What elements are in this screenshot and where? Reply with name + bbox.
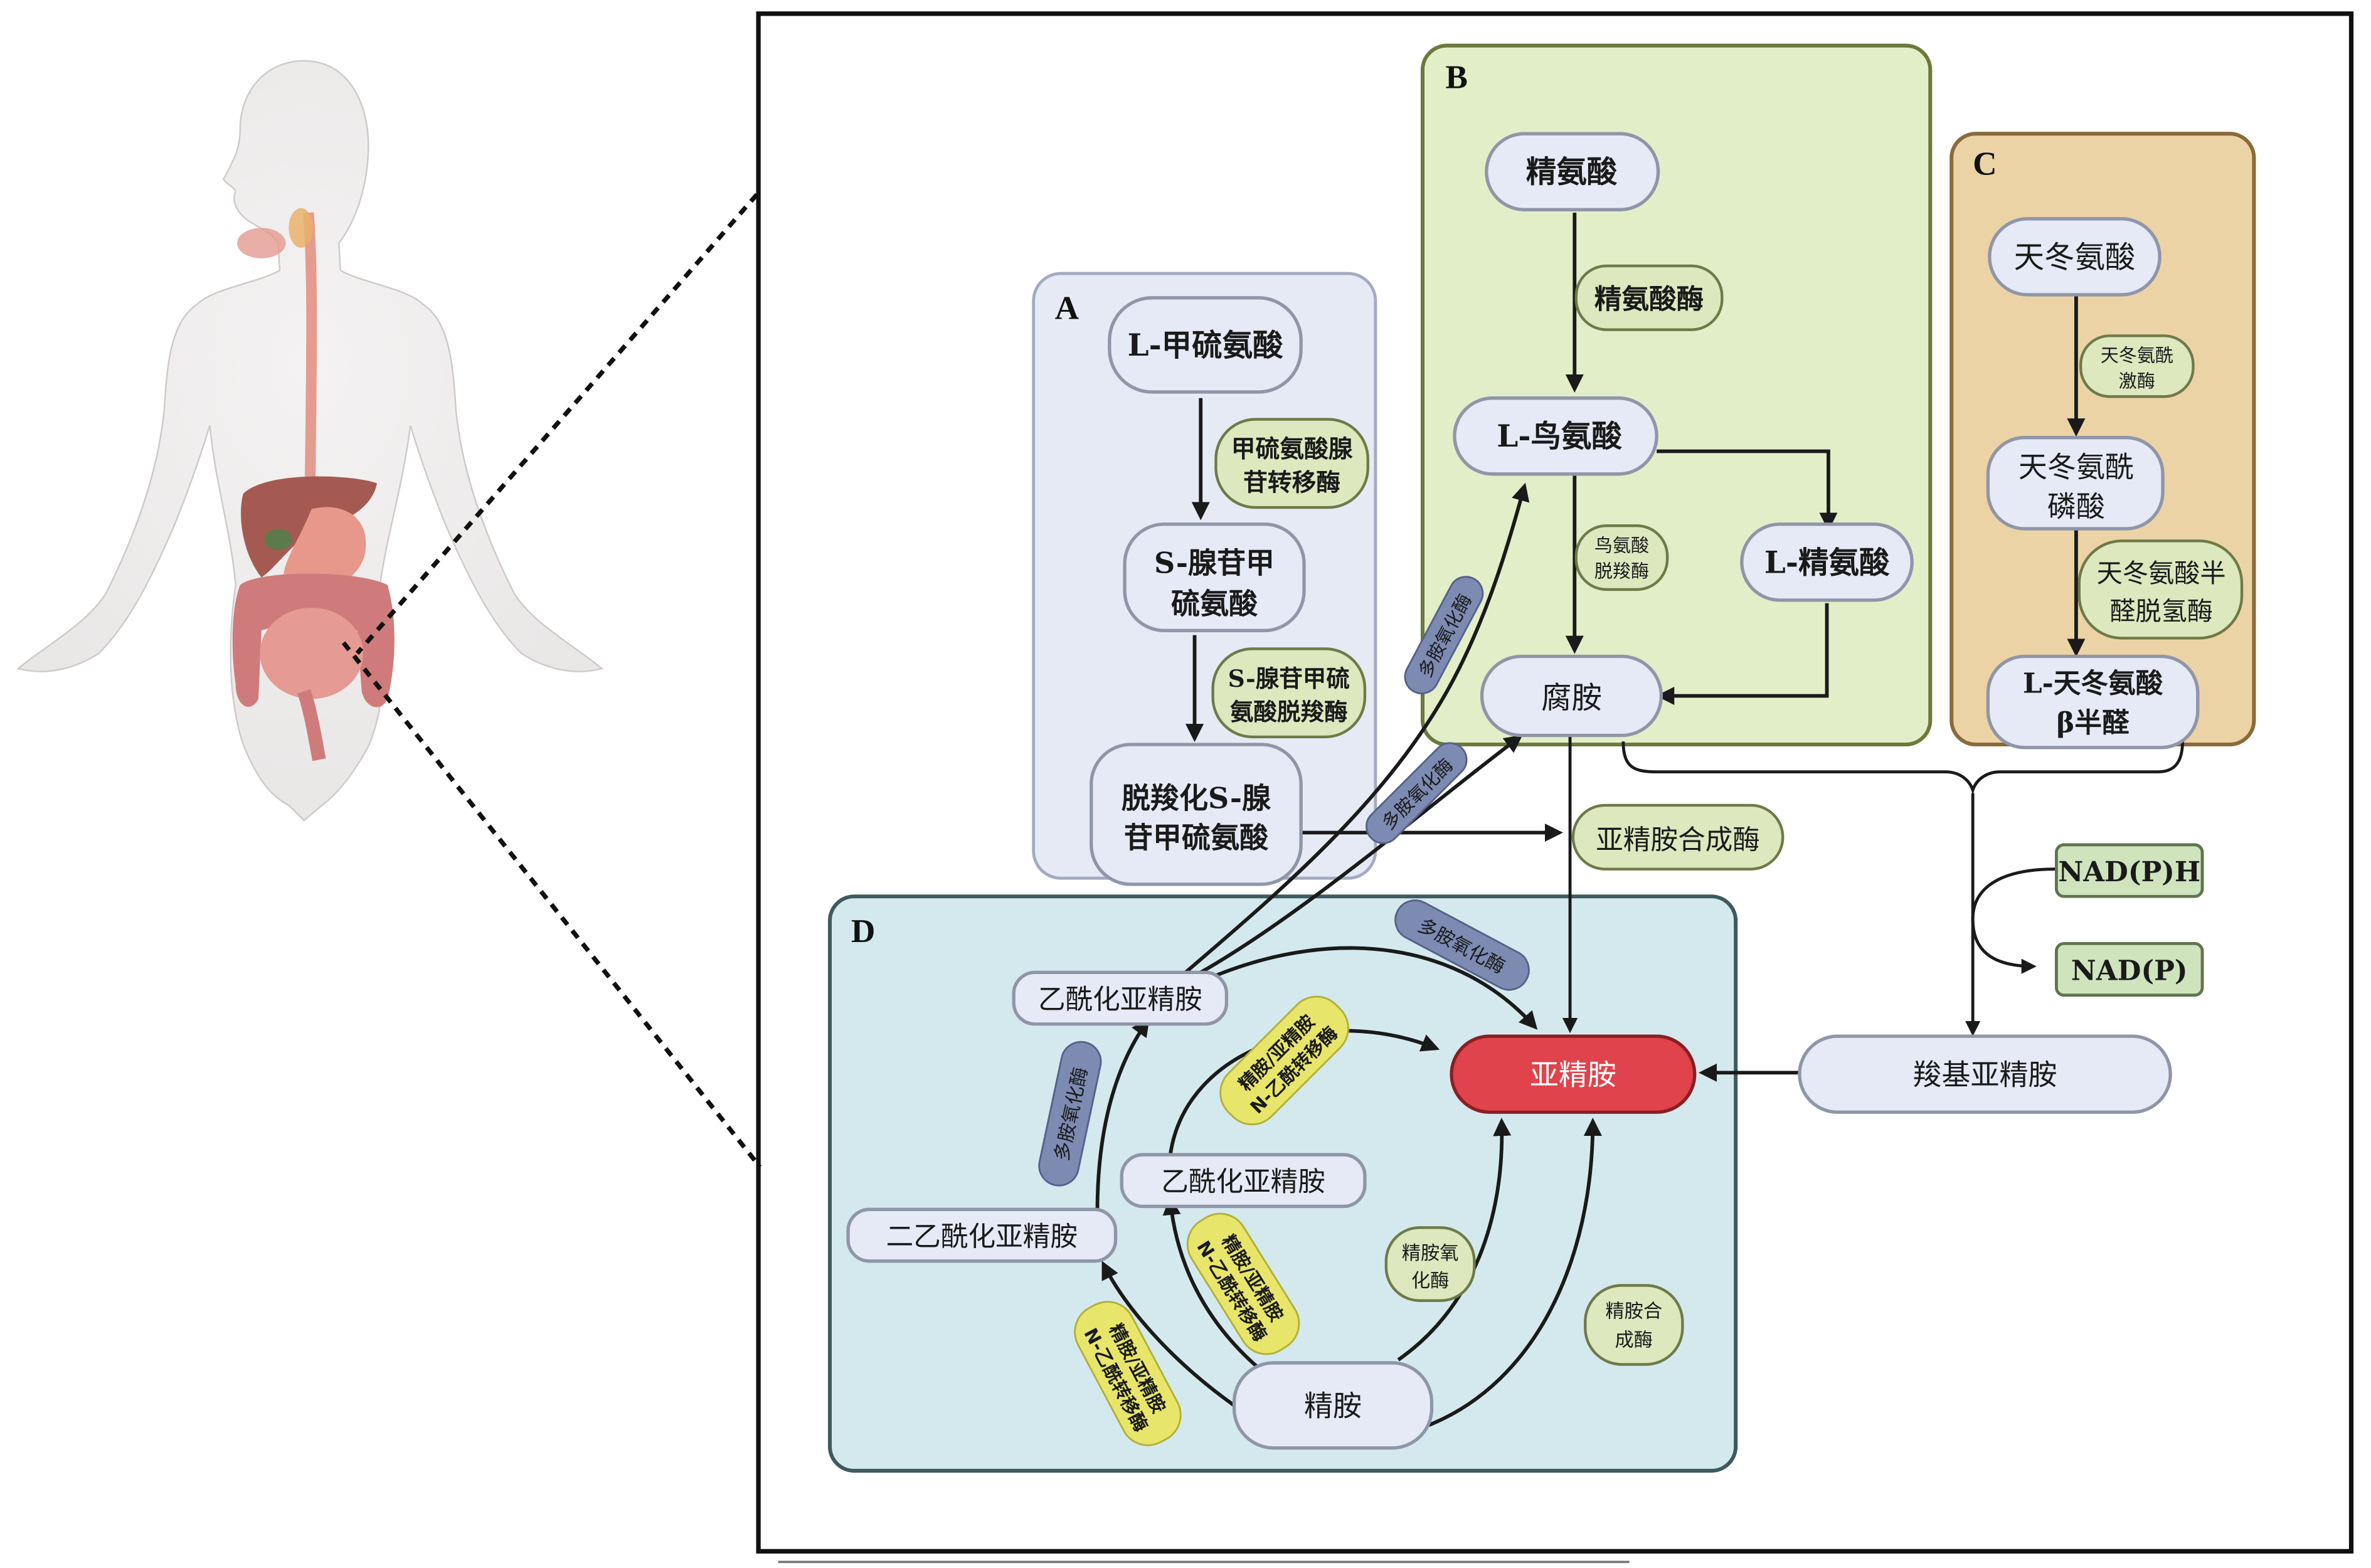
arrow-larg-to-put — [1656, 603, 1829, 706]
small-intestine — [260, 607, 364, 699]
node-l-ornithine[interactable]: L-鸟氨酸 — [1453, 396, 1658, 476]
esophagus — [303, 212, 317, 487]
enzyme-odc: 鸟氨酸 脱羧酶 — [1574, 524, 1669, 591]
svg-text:鸟氨酸: 鸟氨酸 — [1594, 534, 1649, 556]
panel-b-label: B — [1445, 59, 1468, 96]
stomach — [284, 507, 366, 590]
svg-text:醛脱氢酶: 醛脱氢酶 — [2109, 596, 2213, 626]
svg-text:激酶: 激酶 — [2119, 371, 2155, 392]
svg-text:腐胺: 腐胺 — [1541, 681, 1602, 716]
node-l-arginine[interactable]: L-精氨酸 — [1740, 522, 1914, 602]
arrow-nadph-to-nadp — [1971, 867, 2055, 974]
arrow-spermine-to-spermidine-synthase — [1428, 1117, 1602, 1427]
svg-text:磷酸: 磷酸 — [2047, 490, 2105, 524]
svg-text:二乙酰化亚精胺: 二乙酰化亚精胺 — [886, 1221, 1078, 1253]
svg-text:苷转移酶: 苷转移酶 — [1243, 469, 1340, 497]
enzyme-pao-d2: 多胺氧化酶 — [1038, 1041, 1102, 1187]
svg-text:精胺合: 精胺合 — [1605, 1300, 1662, 1322]
node-arginine[interactable]: 精氨酸 — [1485, 132, 1660, 211]
arrow-spermine-to-spermidine-oxidase — [1397, 1117, 1512, 1362]
enzyme-aspartokinase: 天冬氨酰 激酶 — [2079, 334, 2195, 398]
nadph-box: NAD(P)H — [2055, 843, 2204, 898]
svg-text:羧基亚精胺: 羧基亚精胺 — [1912, 1058, 2057, 1092]
svg-text:NAD(P)H: NAD(P)H — [2058, 856, 2200, 888]
node-spermidine-highlight[interactable]: 亚精胺 — [1450, 1034, 1697, 1114]
svg-text:NAD(P): NAD(P) — [2071, 955, 2188, 987]
svg-text:L-天冬氨酸: L-天冬氨酸 — [2023, 668, 2163, 700]
enzyme-spermidine-synthase: 亚精胺合成酶 — [1571, 803, 1785, 871]
svg-text:S-腺苷甲: S-腺苷甲 — [1154, 546, 1275, 580]
svg-text:苷甲硫氨酸: 苷甲硫氨酸 — [1124, 821, 1269, 855]
enzyme-asadh: 天冬氨酸半 醛脱氢酶 — [2077, 539, 2244, 640]
node-l-methionine[interactable]: L-甲硫氨酸 — [1108, 296, 1303, 394]
enzyme-samdc: S-腺苷甲硫 氨酸脱羧酶 — [1211, 647, 1367, 739]
node-aspartate-semialdehyde[interactable]: L-天冬氨酸 β半醛 — [1986, 654, 2200, 750]
enzyme-arginase: 精氨酸酶 — [1574, 264, 1724, 331]
svg-text:精胺: 精胺 — [1304, 1389, 1362, 1423]
svg-text:硫氨酸: 硫氨酸 — [1171, 587, 1258, 621]
arrow-acetyl-to-putrescine — [1199, 734, 1523, 974]
svg-text:脱羧化S-腺: 脱羧化S-腺 — [1122, 781, 1271, 815]
arrow-acetyl-to-ornithine — [1184, 482, 1530, 974]
node-aspartyl-phosphate[interactable]: 天冬氨酰 磷酸 — [1986, 436, 2165, 531]
svg-text:S-腺苷甲硫: S-腺苷甲硫 — [1228, 665, 1350, 692]
svg-text:亚精胺: 亚精胺 — [1530, 1058, 1616, 1092]
svg-text:精氨酸酶: 精氨酸酶 — [1594, 283, 1704, 315]
arrow-acetyl-to-spermidine — [1215, 946, 1538, 1030]
svg-text:精氨酸: 精氨酸 — [1526, 155, 1618, 190]
svg-text:化酶: 化酶 — [1411, 1270, 1450, 1292]
node-spermine[interactable]: 精胺 — [1232, 1361, 1434, 1450]
node-diacetyl-spermidine[interactable]: 二乙酰化亚精胺 — [846, 1207, 1118, 1263]
panel-c-label: C — [1973, 146, 1997, 183]
svg-text:亚精胺合成酶: 亚精胺合成酶 — [1596, 825, 1760, 856]
zoom-frame — [756, 11, 2354, 1554]
svg-text:乙酰化亚精胺: 乙酰化亚精胺 — [1161, 1167, 1325, 1198]
svg-text:天冬氨酰: 天冬氨酰 — [2101, 345, 2173, 366]
svg-text:乙酰化亚精胺: 乙酰化亚精胺 — [1038, 985, 1202, 1016]
svg-text:天冬氨酰: 天冬氨酰 — [2018, 450, 2134, 484]
enzyme-smo: 精胺氧 化酶 — [1384, 1226, 1476, 1302]
human-body-illustration — [16, 60, 604, 822]
arrow-diacetyl-to-acetyl — [1095, 1018, 1150, 1213]
svg-text:氨酸脱羧酶: 氨酸脱羧酶 — [1230, 698, 1348, 726]
node-dcsam[interactable]: 脱羧化S-腺 苷甲硫氨酸 — [1090, 743, 1303, 886]
zoom-line-bottom — [341, 641, 762, 1168]
arrow-orn-to-larg — [1657, 449, 1838, 531]
enzyme-sms: 精胺合 成酶 — [1584, 1284, 1684, 1366]
svg-text:脱羧酶: 脱羧酶 — [1594, 561, 1649, 582]
node-acetyl-spermidine-top[interactable]: 乙酰化亚精胺 — [1012, 970, 1229, 1026]
svg-text:天冬氨酸半: 天冬氨酸半 — [2097, 558, 2226, 588]
svg-text:β半醛: β半醛 — [2056, 707, 2130, 739]
node-putrescine[interactable]: 腐胺 — [1480, 654, 1663, 738]
enzyme-pao-d1: 多胺氧化酶 — [1394, 899, 1530, 991]
gallbladder — [264, 529, 292, 550]
arrow-spermine-to-diacetyl — [1101, 1261, 1236, 1407]
svg-text:L-精氨酸: L-精氨酸 — [1764, 545, 1890, 580]
panel-d-label: D — [851, 913, 876, 950]
nadp-box: NAD(P) — [2055, 941, 2204, 997]
brace-putrescine-aspartate — [1621, 741, 2184, 795]
mouth-region — [237, 228, 286, 258]
zoom-line-top — [355, 193, 759, 655]
svg-text:L-鸟氨酸: L-鸟氨酸 — [1497, 419, 1622, 454]
panel-a-label: A — [1055, 290, 1079, 327]
large-intestine — [232, 573, 395, 707]
svg-text:天冬氨酸: 天冬氨酸 — [2014, 240, 2136, 275]
svg-text:L-甲硫氨酸: L-甲硫氨酸 — [1128, 328, 1284, 363]
node-aspartate[interactable]: 天冬氨酸 — [1988, 217, 2161, 297]
salivary-glands — [289, 208, 314, 248]
node-carboxyspermidine[interactable]: 羧基亚精胺 — [1798, 1034, 2172, 1114]
node-sam[interactable]: S-腺苷甲 硫氨酸 — [1123, 522, 1306, 632]
svg-text:甲硫氨酸腺: 甲硫氨酸腺 — [1231, 435, 1353, 464]
node-acetyl-spermidine-mid[interactable]: 乙酰化亚精胺 — [1120, 1153, 1367, 1209]
rectum — [297, 689, 326, 761]
arrow-spermine-to-acetylmid — [1162, 1196, 1278, 1384]
svg-text:精胺氧: 精胺氧 — [1402, 1242, 1459, 1264]
enzyme-mat: 甲硫氨酸腺 苷转移酶 — [1214, 418, 1369, 509]
svg-text:成酶: 成酶 — [1615, 1329, 1653, 1351]
